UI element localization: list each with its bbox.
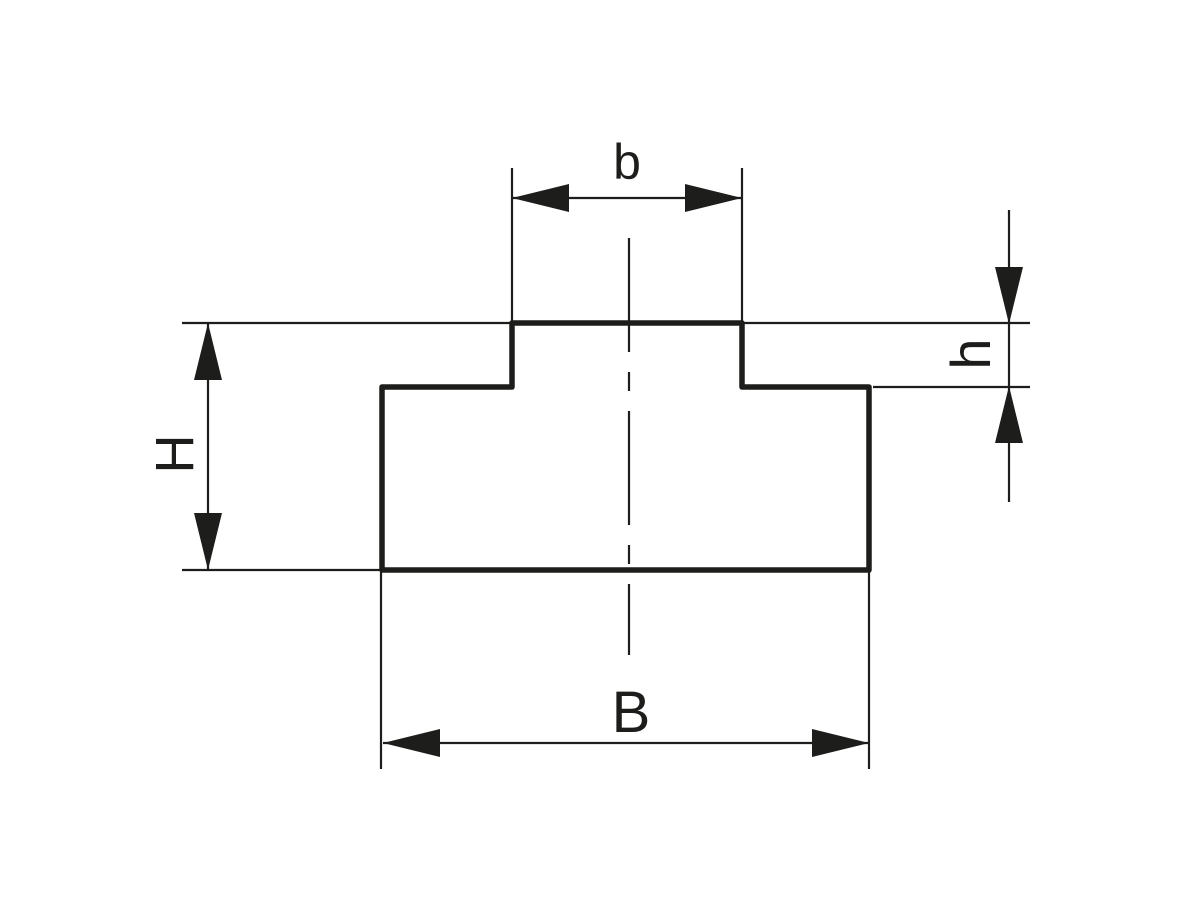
dimension-lines (206, 196, 1011, 745)
arrow-H-bottom (194, 513, 222, 570)
label-bottom-width-B: B (612, 680, 651, 745)
arrow-b-right (685, 184, 742, 212)
label-lip-height-h: h (939, 338, 1002, 369)
label-top-width-b: b (613, 134, 641, 190)
dimension-labels: b B H h (145, 134, 1002, 745)
profile-outline (379, 320, 872, 573)
extension-lines (182, 168, 1030, 769)
arrow-h-up (995, 386, 1023, 443)
arrow-h-down (995, 267, 1023, 324)
arrow-B-right (812, 729, 869, 757)
arrow-b-left (512, 184, 569, 212)
arrowheads (194, 184, 1023, 757)
label-overall-height-H: H (145, 435, 205, 474)
arrow-H-top (194, 323, 222, 380)
arrow-B-left (383, 729, 440, 757)
